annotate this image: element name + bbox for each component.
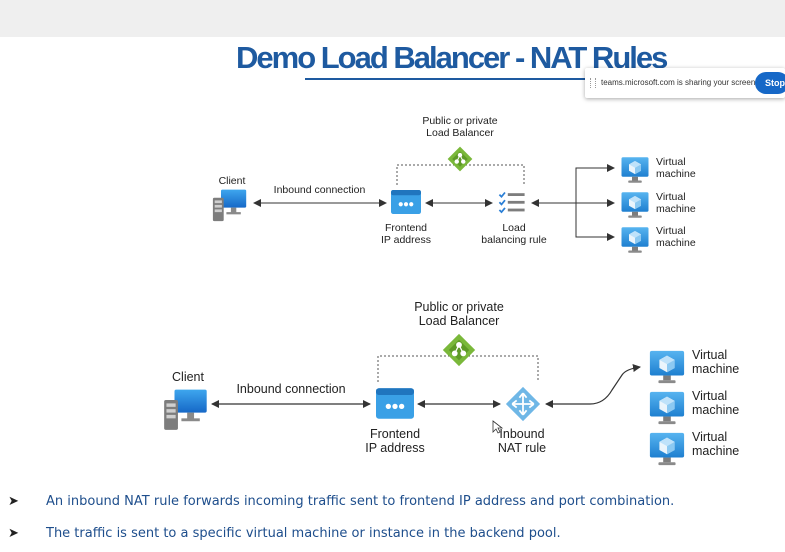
diagram-bottom bbox=[164, 333, 685, 466]
virtual-machine-icon bbox=[621, 227, 649, 253]
drag-handle-icon[interactable] bbox=[590, 78, 596, 88]
client-icon bbox=[164, 389, 207, 430]
lb-boundary bbox=[396, 164, 525, 185]
bullet-arrow-icon: ➤ bbox=[8, 494, 19, 509]
virtual-machine-icon bbox=[649, 350, 685, 384]
nat-to-vm-arrow bbox=[545, 364, 641, 408]
frontend-ip-icon bbox=[391, 190, 421, 214]
virtual-machine-icon bbox=[649, 391, 685, 425]
client-label: Client bbox=[172, 370, 204, 384]
client-icon bbox=[212, 189, 247, 222]
title-underline bbox=[305, 78, 660, 80]
virtual-machine-icon bbox=[621, 157, 649, 183]
stop-sharing-button[interactable]: Stop bbox=[755, 72, 785, 94]
load-balancer-icon bbox=[442, 333, 476, 367]
connection-label: Inbound connection bbox=[273, 184, 366, 196]
frontend-ip-icon bbox=[376, 388, 414, 419]
virtual-machine-icon bbox=[649, 432, 685, 466]
mouse-cursor-icon bbox=[492, 420, 504, 434]
bullet-arrow-icon: ➤ bbox=[8, 526, 19, 541]
client-label: Client bbox=[218, 175, 246, 187]
share-status-text: teams.microsoft.com is sharing your scre… bbox=[601, 78, 758, 87]
bullet-text: The traffic is sent to a specific virtua… bbox=[46, 526, 561, 541]
bullet-text: An inbound NAT rule forwards incoming tr… bbox=[46, 494, 675, 509]
load-balancer-icon bbox=[447, 146, 473, 172]
screen-share-bar[interactable]: teams.microsoft.com is sharing your scre… bbox=[585, 68, 785, 98]
top-bar bbox=[0, 0, 785, 37]
load-balancing-rule-icon bbox=[498, 191, 526, 213]
diagram-top bbox=[212, 146, 649, 253]
connection-label: Inbound connection bbox=[236, 382, 346, 396]
virtual-machine-icon bbox=[621, 192, 649, 218]
inbound-nat-rule-icon bbox=[505, 386, 541, 422]
